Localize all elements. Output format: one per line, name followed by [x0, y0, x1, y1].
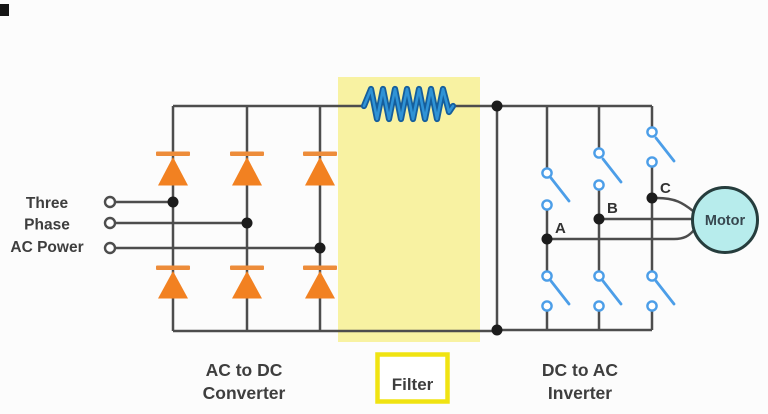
junction-dot-phase-c [646, 192, 658, 204]
input-terminal-l3 [103, 241, 117, 255]
inverter-section-label: DC to AC Inverter [542, 360, 619, 403]
junction-dot-phase-a [541, 233, 553, 245]
filter-label: Filter [392, 375, 434, 394]
junction-dot [241, 217, 253, 229]
diode-icon [230, 151, 264, 186]
converter-label-line2: Converter [203, 383, 286, 403]
diode-icon [230, 265, 264, 299]
inductor-coil-icon [360, 85, 457, 123]
motor-body [691, 186, 759, 254]
motor-phase-wires [552, 196, 695, 241]
corner-artifact [0, 4, 9, 16]
input-label-line3: AC Power [10, 239, 83, 256]
phase-b-label: B [607, 200, 618, 217]
junction-dot [491, 324, 503, 336]
switch-icon [646, 126, 676, 168]
diode-icon [156, 151, 190, 186]
diode-icon [303, 151, 337, 186]
input-label-line1: Three [26, 195, 69, 212]
filter-section-label: Filter [375, 352, 450, 404]
junction-dot [491, 100, 503, 112]
phase-c-label: C [660, 180, 671, 197]
junction-dot-phase-b [593, 213, 605, 225]
switch-icon [593, 270, 623, 312]
switch-icon [593, 147, 623, 191]
diode-icon [303, 265, 337, 299]
junction-dot [167, 196, 179, 208]
converter-section-label: AC to DC Converter [203, 360, 286, 403]
switch-icon [646, 270, 676, 312]
motor-label: Motor [705, 213, 746, 229]
three-phase-input-label: Three Phase AC Power [10, 195, 83, 256]
inverter-label-line2: Inverter [548, 383, 612, 403]
circuit-wires [115, 104, 654, 333]
inverter-label-line1: DC to AC [542, 360, 619, 380]
filter-label-box [375, 352, 450, 404]
converter-label-line1: AC to DC [206, 360, 283, 380]
switch-icon [541, 167, 571, 211]
filter-highlight-region [338, 77, 480, 342]
input-terminal-l2 [103, 216, 117, 230]
input-label-line2: Phase [24, 217, 70, 234]
motor: Motor [691, 186, 759, 254]
diode-icon [156, 265, 190, 299]
input-terminal-l1 [103, 195, 117, 209]
phase-a-label: A [555, 220, 566, 237]
switch-icon [541, 270, 571, 312]
junction-dot [314, 242, 326, 254]
